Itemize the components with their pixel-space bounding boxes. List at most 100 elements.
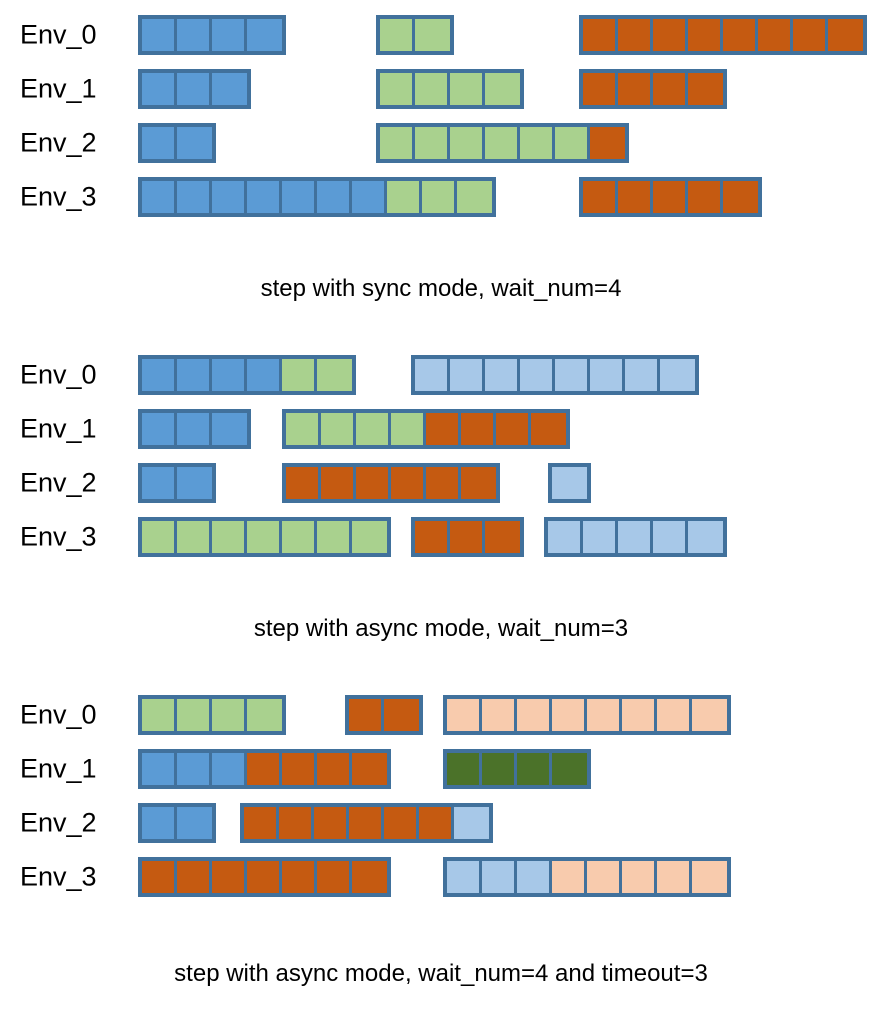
timeline-cell-orange: [653, 73, 688, 105]
timeline-cell-green: [317, 521, 352, 553]
timeline-cell-blue: [142, 753, 177, 785]
env-label: Env_3: [20, 861, 97, 892]
timeline-cell-light_blue: [653, 521, 688, 553]
timeline-block: [281, 409, 570, 449]
timeline-cell-light_blue: [688, 521, 723, 553]
timeline-cell-green: [450, 73, 485, 105]
timeline-cell-orange: [618, 19, 653, 51]
timeline-cell-peach: [656, 699, 692, 731]
timeline-cell-blue: [142, 73, 177, 105]
timeline-cell-orange: [425, 467, 461, 499]
timeline-row: Env_1: [0, 742, 882, 796]
timeline-cell-orange: [383, 807, 419, 839]
timeline-cell-orange: [828, 19, 863, 51]
timeline-cell-blue: [177, 181, 212, 213]
timeline-cell-light_blue: [415, 359, 450, 391]
timeline-cell-orange: [247, 753, 282, 785]
timeline-cell-blue: [177, 19, 212, 51]
timeline-track: [138, 456, 882, 510]
timeline-cell-peach: [586, 699, 622, 731]
timeline-block: [376, 123, 629, 163]
timeline-track: [138, 170, 882, 224]
timeline-cell-blue: [177, 127, 212, 159]
timeline-cell-blue: [282, 181, 317, 213]
timeline-cell-peach: [691, 861, 727, 893]
timeline-track: [138, 402, 882, 456]
timeline-cell-orange: [723, 181, 758, 213]
timeline-cell-orange: [618, 73, 653, 105]
timeline-row: Env_0: [0, 348, 882, 402]
timeline-cell-light_blue: [590, 359, 625, 391]
timeline-block: [442, 749, 591, 789]
timeline-track: [138, 348, 882, 402]
timeline-cell-light_blue: [453, 807, 489, 839]
timeline-block: [411, 355, 699, 395]
timeline-cell-green: [282, 521, 317, 553]
timeline-cell-orange: [348, 807, 384, 839]
timeline-cell-orange: [653, 19, 688, 51]
timeline-cell-orange: [317, 861, 352, 893]
timeline-cell-green: [142, 521, 177, 553]
timeline-track: [138, 8, 882, 62]
timeline-cell-orange: [530, 413, 566, 445]
timeline-row: Env_2: [0, 116, 882, 170]
timeline-cell-blue: [142, 19, 177, 51]
timeline-cell-green: [282, 359, 317, 391]
timeline-cell-peach: [481, 699, 517, 731]
timeline-row: Env_2: [0, 796, 882, 850]
env-label: Env_3: [20, 181, 97, 212]
timeline-cell-orange: [352, 753, 387, 785]
env-label: Env_1: [20, 753, 97, 784]
timeline-block: [138, 749, 391, 789]
timeline-cell-light_blue: [583, 521, 618, 553]
timeline-cell-orange: [583, 19, 618, 51]
timeline-cell-orange: [418, 807, 454, 839]
timeline-cell-green: [415, 19, 450, 51]
timeline-cell-green: [380, 19, 415, 51]
env-label: Env_0: [20, 699, 97, 730]
timeline-cell-blue: [212, 181, 247, 213]
timeline-cell-light_blue: [481, 861, 517, 893]
timeline-cell-orange: [415, 521, 450, 553]
timeline-cell-green: [415, 73, 450, 105]
env-label: Env_0: [20, 359, 97, 390]
timeline-cell-green: [247, 699, 282, 731]
timeline-cell-dark_green: [481, 753, 517, 785]
timeline-cell-blue: [352, 181, 387, 213]
timeline-cell-peach: [446, 699, 482, 731]
timeline-cell-blue: [177, 807, 212, 839]
env-label: Env_1: [20, 413, 97, 444]
timeline-cell-blue: [142, 181, 177, 213]
timeline-block: [138, 857, 391, 897]
timeline-block: [442, 857, 731, 897]
timeline-cell-light_blue: [520, 359, 555, 391]
timeline-cell-green: [212, 521, 247, 553]
timeline-cell-blue: [212, 19, 247, 51]
timeline-block: [138, 695, 286, 735]
timeline-cell-blue: [177, 73, 212, 105]
timeline-cell-orange: [618, 181, 653, 213]
timeline-block: [239, 803, 493, 843]
timeline-cell-peach: [621, 699, 657, 731]
timeline-cell-green: [177, 699, 212, 731]
timeline-track: [138, 116, 882, 170]
timeline-cell-light_blue: [660, 359, 695, 391]
timeline-cell-orange: [313, 807, 349, 839]
timeline-block: [138, 15, 286, 55]
timeline-cell-orange: [450, 521, 485, 553]
timeline-cell-orange: [495, 413, 531, 445]
env-label: Env_3: [20, 521, 97, 552]
timeline-cell-orange: [317, 753, 352, 785]
env-label: Env_0: [20, 19, 97, 50]
timeline-cell-green: [415, 127, 450, 159]
timeline-cell-blue: [212, 413, 247, 445]
env-label: Env_1: [20, 73, 97, 104]
timeline-cell-orange: [348, 699, 384, 731]
timeline-cell-orange: [282, 753, 317, 785]
timeline-cell-dark_green: [446, 753, 482, 785]
timeline-track: [138, 510, 882, 564]
panel-caption: step with sync mode, wait_num=4: [260, 275, 622, 302]
timeline-row: Env_2: [0, 456, 882, 510]
